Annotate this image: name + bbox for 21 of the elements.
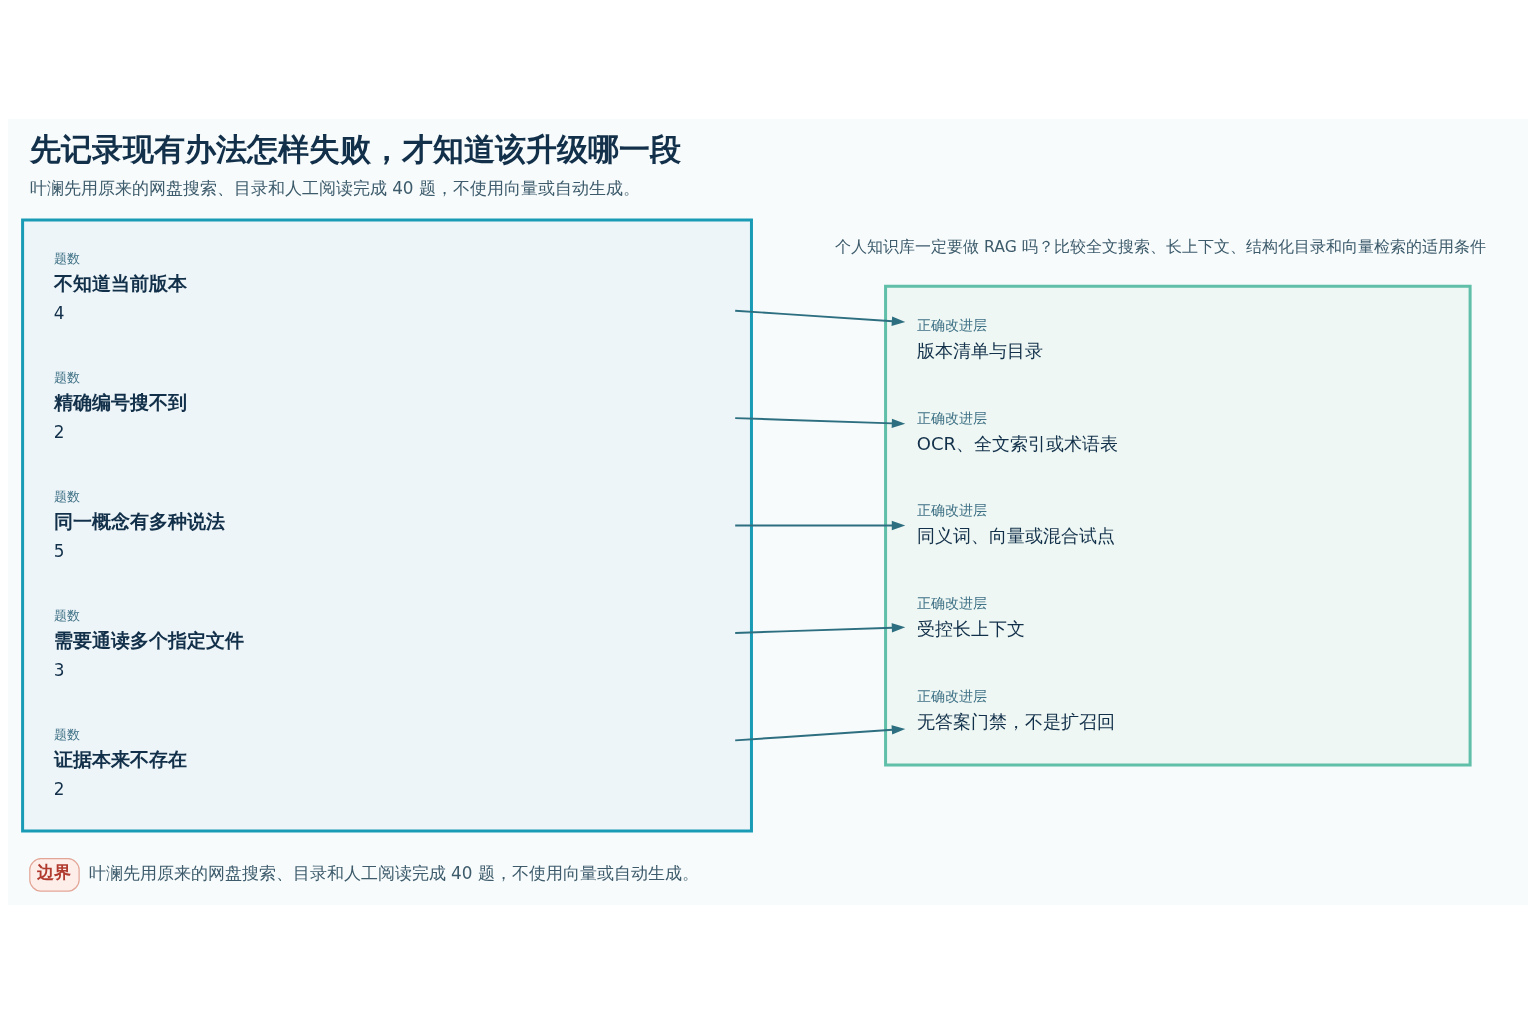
node-text: 正确改进层 OCR、全文索引或术语表 <box>916 409 1119 454</box>
node-text: 题数 精确编号搜不到 2 <box>53 370 187 442</box>
arrow <box>734 520 906 531</box>
node-label: 叶澜先用原来的网盘搜索、目录和人工阅读完成 40 题，不使用向量或自动生成。 <box>88 863 699 884</box>
arrow <box>734 725 906 742</box>
node-text: 题数 同一概念有多种说法 5 <box>53 489 225 562</box>
arrow <box>734 309 906 326</box>
node-text: 正确改进层 版本清单与目录 <box>916 317 1043 362</box>
node-text: 题数 证据本来不存在 2 <box>53 727 187 800</box>
node-text: 正确改进层 同义词、向量或混合试点 <box>916 502 1115 547</box>
arrow <box>734 623 906 634</box>
cluster <box>884 284 1472 767</box>
node-text: 正确改进层 无答案门禁，不是扩召回 <box>916 687 1115 732</box>
node-text: 正确改进层 受控长上下文 <box>916 595 1025 639</box>
caption: 叶澜先用原来的网盘搜索、目录和人工阅读完成 40 题，不使用向量或自动生成。 <box>29 177 640 198</box>
diagram-title: 先记录现有办法怎样失败，才知道该升级哪一段 <box>29 130 681 167</box>
cluster <box>21 218 753 833</box>
arrow <box>734 417 906 429</box>
node-text: 题数 不知道当前版本 4 <box>53 251 187 323</box>
label: 个人知识库一定要做 RAG 吗？比较全文搜索、长上下文、结构化目录和向量检索的适用条件 <box>835 236 1486 256</box>
node-text: 题数 需要通读多个指定文件 3 <box>53 608 244 681</box>
